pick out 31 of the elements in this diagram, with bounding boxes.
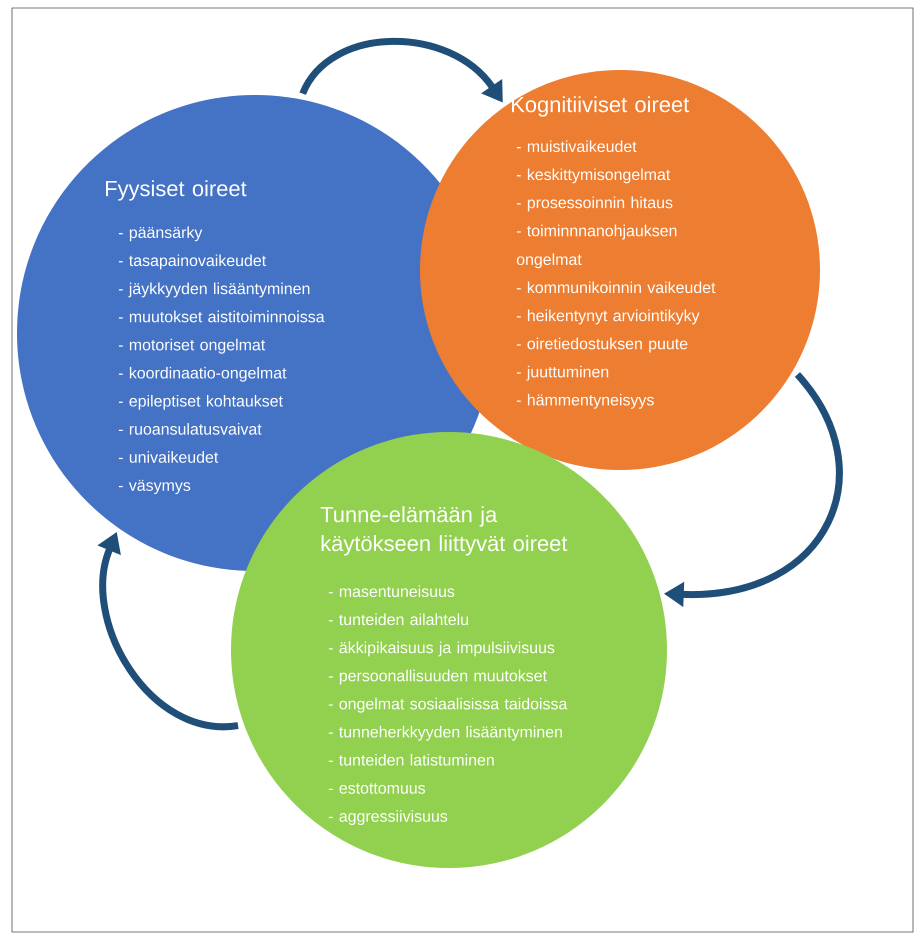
list-item: - jäykkyyden lisääntyminen [118, 282, 310, 298]
list-item: - masentuneisuus [328, 585, 454, 598]
list-item: - päänsärky [118, 226, 202, 242]
list-item: - keskittymisongelmat [516, 168, 670, 184]
circle-heading: Kognitiiviset oireet [512, 96, 690, 117]
list-item: - juuttuminen [516, 366, 608, 381]
list-item: - koordinaatio-ongelmat [118, 366, 286, 382]
list-item: - äkkipikaisuus ja impulsiivisuus [328, 642, 554, 656]
circle-heading: Tunne-elämään ja käytökseen liittyvät oireet [320, 506, 568, 556]
list-item: - aggressiivisuus [328, 810, 448, 825]
list-item: - tunteiden ailahtelu [328, 613, 468, 626]
list-item: - ongelmat sosiaalisissa taidoissa [328, 698, 568, 713]
list-item: - tunneherkkyyden lisääntyminen [328, 726, 562, 741]
list-item: - epileptiset kohtaukset [118, 394, 283, 410]
list-item: - muutokset aistitoiminnoissa [118, 310, 325, 322]
list-item: - estottomuus [328, 783, 426, 794]
list-item: - univaikeudet [118, 451, 218, 463]
list-item: - ruoansulatusvaivat [118, 423, 262, 435]
list-item: - kommunikoinnin vaikeudet [516, 281, 716, 294]
list-item: - hämmentyneisyys [516, 394, 654, 409]
list-item: - persoonallisuuden muutokset [328, 670, 547, 685]
list-item: - väsymys [118, 480, 190, 494]
list-item: - tasapainovaikeudet [118, 254, 266, 270]
list-item: - prosessoinnin hitaus [516, 196, 672, 212]
list-item: - muistivaikeudet [516, 140, 637, 152]
list-item: - tunteiden latistuminen [328, 754, 494, 766]
list-item: - oiretiedostuksen puute [516, 338, 688, 352]
circle-heading: Fyysiset oireet [106, 180, 247, 201]
list-item: - motoriset ongelmat [118, 338, 266, 354]
list-item: - toiminnnanohjauksen ongelmat [516, 224, 676, 268]
list-item: - heikentynyt arviointikyky [516, 310, 700, 324]
